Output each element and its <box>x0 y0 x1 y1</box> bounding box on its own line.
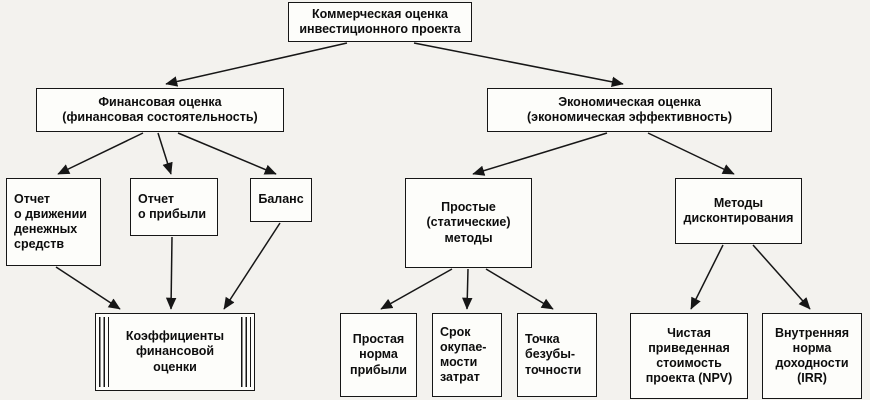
node-commercial-evaluation: Коммерческая оценка инвестиционного прое… <box>288 2 472 42</box>
edge-economic-discount <box>647 132 735 175</box>
edge-simple-payback <box>462 268 473 310</box>
node-cashflow-statement: Отчет о движении денежных средств <box>6 178 101 266</box>
edge-discount-npv <box>690 244 724 310</box>
edge-financial-cashflow <box>57 132 144 175</box>
node-simple-rate-of-return-label: Простая норма прибыли <box>350 332 407 377</box>
node-net-present-value: Чистая приведенная стоимость проекта (NP… <box>630 313 748 399</box>
node-cashflow-statement-label: Отчет о движении денежных средств <box>14 191 87 252</box>
edge-cashflow-ratios <box>55 266 121 310</box>
node-discounting-methods: Методы дисконтирования <box>675 178 802 244</box>
node-commercial-evaluation-label: Коммерческая оценка инвестиционного прое… <box>299 6 461 36</box>
edge-simple-breakeven <box>485 268 554 310</box>
edge-root-financial <box>165 42 348 87</box>
edge-financial-balance <box>177 132 277 175</box>
node-financial-ratios-label: Коэффициенты финансовой оценки <box>125 329 225 374</box>
node-internal-rate-of-return-label: Внутренняя норма доходности (IRR) <box>774 325 850 386</box>
node-internal-rate-of-return: Внутренняя норма доходности (IRR) <box>762 313 862 399</box>
node-balance-sheet-label: Баланс <box>258 192 304 207</box>
node-net-present-value-label: Чистая приведенная стоимость проекта (NP… <box>645 325 733 386</box>
node-payback-period-label: Срок окупае- мости затрат <box>440 324 487 385</box>
node-balance-sheet: Баланс <box>250 178 312 222</box>
edge-simple-snp <box>380 268 453 310</box>
node-payback-period: Срок окупае- мости затрат <box>432 313 502 397</box>
edge-discount-irr <box>752 244 811 310</box>
node-economic-evaluation-label: Экономическая оценка (экономическая эффе… <box>527 94 732 124</box>
node-breakeven-point-label: Точка безубы- точности <box>525 332 582 377</box>
edge-balance-ratios <box>223 222 281 310</box>
node-discounting-methods-label: Методы дисконтирования <box>683 195 794 225</box>
edge-financial-profit <box>157 132 173 175</box>
node-financial-evaluation-label: Финансовая оценка (финансовая состоятель… <box>62 94 258 124</box>
node-financial-ratios: Коэффициенты финансовой оценки <box>95 313 255 391</box>
node-simple-static-methods: Простые (статические) методы <box>405 178 532 268</box>
edge-economic-simple <box>472 132 608 176</box>
node-simple-static-methods-label: Простые (статические) методы <box>426 200 511 245</box>
node-profit-statement: Отчет о прибыли <box>130 178 218 236</box>
node-simple-rate-of-return: Простая норма прибыли <box>340 313 417 397</box>
edge-profit-ratios <box>165 236 177 310</box>
node-profit-statement-label: Отчет о прибыли <box>138 191 206 221</box>
node-financial-evaluation: Финансовая оценка (финансовая состоятель… <box>36 88 284 132</box>
node-breakeven-point: Точка безубы- точности <box>517 313 597 397</box>
edge-root-economic <box>413 42 624 87</box>
node-economic-evaluation: Экономическая оценка (экономическая эффе… <box>487 88 772 132</box>
